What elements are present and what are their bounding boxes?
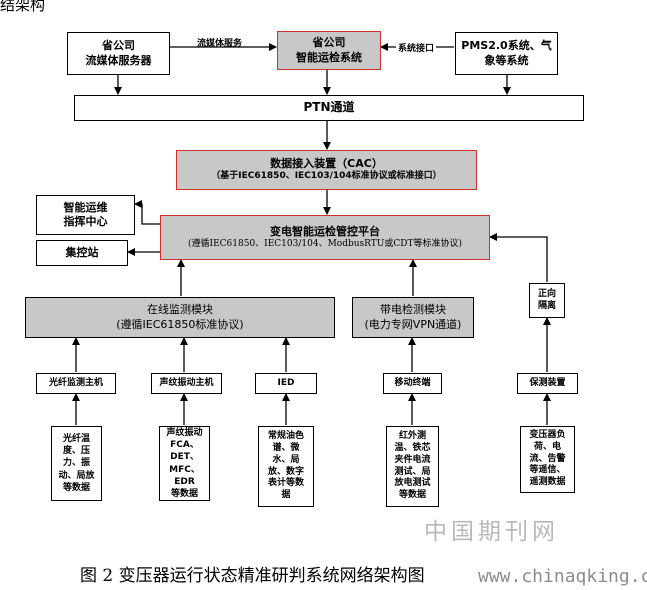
node-line: 变压器负 bbox=[529, 430, 566, 441]
watermark-cn: 中国期刊网 bbox=[424, 519, 559, 545]
pms-node: PMS2.0系统、气 象等系统 bbox=[455, 32, 558, 75]
acoustic-host-node: 声纹振动主机 bbox=[151, 373, 222, 394]
control-station-node: 集控站 bbox=[36, 240, 128, 266]
node-line: IED bbox=[277, 377, 295, 388]
watermark-url: www.chinaqking.com bbox=[478, 566, 647, 587]
node-line: 智能运检系统 bbox=[296, 50, 362, 64]
command-center-node: 智能运维 指挥中心 bbox=[36, 195, 135, 235]
node-line: 智能运维 bbox=[63, 200, 108, 214]
node-line: 保测装置 bbox=[529, 377, 566, 388]
node-line: 集控站 bbox=[65, 245, 99, 259]
node-line: 带电检测模块 bbox=[380, 303, 446, 317]
node-line: 等数据 bbox=[62, 482, 90, 493]
header-fragment: 结架构 bbox=[0, 0, 46, 14]
acoustic-data-node: 声纹振动 FCA、 DET、 MFC、EDR 等数据 bbox=[159, 426, 210, 501]
forward-isolation-node: 正向 隔离 bbox=[529, 283, 565, 318]
node-line: 遥测数据 bbox=[529, 477, 566, 488]
ied-data-node: 常规油色 谱、微 水、局 放、数字 表计等数 据 bbox=[258, 426, 314, 507]
stream-service-label: 流媒体服务 bbox=[197, 39, 243, 49]
node-line: 动、局放 bbox=[58, 470, 95, 481]
node-line: 据 bbox=[281, 489, 291, 500]
node-line: PMS2.0系统、气 bbox=[461, 39, 552, 53]
online-monitoring-node: 在线监测模块 (遵循IEC61850标准协议) bbox=[25, 297, 335, 338]
cac-node: 数据接入装置（CAC） （基于IEC61850、IEC103/104标准协议或标… bbox=[176, 150, 477, 190]
node-line: 等数据 bbox=[170, 488, 198, 499]
node-line: MFC、EDR bbox=[169, 464, 200, 487]
node-line: FCA、 bbox=[170, 440, 199, 451]
node-line: 红外测 bbox=[398, 431, 426, 442]
media-server-node: 省公司 流媒体服务器 bbox=[67, 32, 170, 75]
node-line: 荷、电 bbox=[533, 441, 561, 452]
node-line: 在线监测模块 bbox=[147, 303, 213, 317]
node-line: 放电测试 bbox=[394, 478, 431, 489]
live-detection-node: 带电检测模块 (电力专网VPN通道) bbox=[352, 297, 474, 338]
node-line: 正向 bbox=[537, 288, 556, 299]
figure-caption: 图 2 变压器运行状态精准研判系统网络架构图 bbox=[80, 566, 425, 586]
node-line: （基于IEC61850、IEC103/104标准协议或标准接口） bbox=[211, 171, 442, 182]
node-line: 温、铁芯 bbox=[394, 443, 431, 454]
node-line: 变电智能运检管控平台 bbox=[270, 224, 380, 238]
node-line: 等数据 bbox=[398, 489, 426, 500]
mobile-data-node: 红外测 温、铁芯 夹件电流 测试、局 放电测试 等数据 bbox=[386, 426, 439, 507]
system-interface-label: 系统接口 bbox=[396, 41, 437, 54]
platform-node: 变电智能运检管控平台 (遵循IEC61850、IEC103/104、Modbus… bbox=[160, 215, 490, 260]
ied-node: IED bbox=[255, 373, 317, 394]
fiber-host-node: 光纤监测主机 bbox=[36, 373, 116, 394]
mobile-terminal-node: 移动终端 bbox=[383, 373, 442, 394]
node-line: 测试、局 bbox=[394, 466, 431, 477]
node-line: 光纤监测主机 bbox=[48, 377, 103, 388]
node-line: 等遥信、 bbox=[529, 465, 566, 476]
node-line: 水、局 bbox=[272, 454, 300, 465]
protection-device-node: 保测装置 bbox=[517, 373, 578, 394]
node-line: PTN通道 bbox=[303, 100, 355, 115]
protection-data-node: 变压器负 荷、电 流、告警 等遥信、 遥测数据 bbox=[520, 426, 575, 493]
node-line: (遵循IEC61850标准协议) bbox=[116, 317, 244, 331]
node-line: 指挥中心 bbox=[63, 215, 108, 228]
node-line: 省公司 bbox=[312, 36, 346, 50]
node-line: 数据接入装置（CAC） bbox=[270, 157, 383, 170]
node-line: 表计等数 bbox=[267, 478, 304, 489]
node-line: 光纤温 bbox=[62, 434, 90, 445]
node-line: 省公司 bbox=[102, 39, 135, 53]
node-line: 声纹振动 bbox=[166, 428, 203, 439]
node-line: 力、振 bbox=[62, 458, 90, 469]
node-line: 常规油色 bbox=[267, 431, 304, 442]
node-line: 隔离 bbox=[537, 300, 556, 311]
node-line: 象等系统 bbox=[484, 53, 529, 67]
node-line: 夹件电流 bbox=[394, 454, 431, 465]
node-line: 流、告警 bbox=[529, 453, 566, 464]
node-line: (遵循IEC61850、IEC103/104、ModbusRTU或CDT等标准协… bbox=[188, 238, 462, 249]
node-line: DET、 bbox=[170, 452, 199, 463]
node-line: 放、数字 bbox=[267, 466, 304, 477]
node-line: 流媒体服务器 bbox=[85, 53, 152, 67]
ptn-channel-node: PTN通道 bbox=[74, 95, 584, 121]
node-line: 移动终端 bbox=[394, 377, 431, 388]
node-line: 声纹振动主机 bbox=[159, 377, 214, 388]
node-line: 谱、微 bbox=[272, 443, 300, 454]
fiber-data-node: 光纤温 度、压 力、振 动、局放 等数据 bbox=[51, 426, 102, 501]
node-line: (电力专网VPN通道) bbox=[364, 317, 462, 331]
smart-ops-node: 省公司 智能运检系统 bbox=[277, 31, 381, 70]
node-line: 度、压 bbox=[62, 446, 90, 457]
